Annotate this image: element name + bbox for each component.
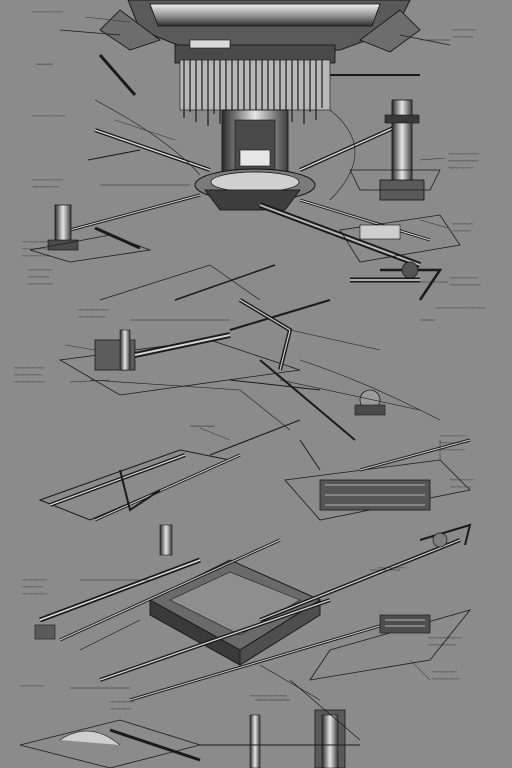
annotation-label: ~~~~~~~~~~ ~~~~~~~~~~ ~~~~~~~~ (448, 152, 479, 172)
right-mid-mechanism (339, 214, 461, 301)
annotation-label: ~~~~~~~~~ ~~~~~~~~ ~~~~~~~~~ (22, 240, 50, 260)
annotation-label: ~~~~~~~~ ~~~~~~~ (452, 28, 477, 41)
annotation-label: ~~~~~~~~~~ ~~~~~~~~~ (32, 178, 63, 191)
lower-cluster (38, 419, 471, 522)
annotation-label: ~~~~~~~~~~~ ~~~~~~~~~ (428, 636, 462, 649)
annotation-label: ~~~~~~~~~ (378, 566, 406, 572)
annotation-label: ~~~~~~~~~~~~ (250, 694, 287, 700)
annotation-label: ~~~~~~~~ (20, 684, 45, 690)
right-tower (349, 99, 441, 201)
central-column (194, 109, 316, 211)
annotation-label: ~~~~~~~~~~ (32, 10, 63, 16)
annotation-label: ~~~~~~~ ~~~~~~ (452, 222, 474, 235)
annotation-label: ~~~~~~~~~~~~~~~~ (436, 306, 485, 312)
annotation-label: ~~~~~~~~ ~~~~~~~ ~~~~~~~~ (28, 268, 53, 288)
upper-arms (59, 29, 451, 268)
annotation-label: ~~~~~~~~ ~~~~~~~ (450, 478, 475, 491)
annotation-label: ~~~~~~~~ ~~~~~~~ (110, 700, 135, 713)
annotation-label: ~~~~~~~~~ ~~~~~~~~~~ (450, 276, 481, 289)
top-hub-assembly (99, 0, 421, 64)
annotation-label: ~~~~ (36, 60, 53, 69)
middle-assembly (58, 264, 441, 441)
base-structures (19, 679, 361, 768)
annotation-label: ~~~~~~~~ ~~~~~~~ ~~~~~~~~ (22, 578, 47, 598)
annotation-label: ~~~~~~~~ ~~~~~~~~~ ~~~~~~~~ (440, 434, 468, 454)
annotation-label: ~~~~~~ (190, 422, 215, 431)
annotation-label: ~~~~~~~~~~ ~~~~~~~~~ (78, 308, 109, 321)
hanging-fringe (179, 59, 331, 130)
annotation-label: ~~~~~~~~~~~ (32, 114, 66, 120)
left-small-mechanism (29, 204, 152, 263)
bottom-platform (34, 523, 472, 702)
annotation-label: ~~~~~~~~~~ ~~~~~~~~~ ~~~~~~~~~~ (14, 366, 45, 386)
annotation-label: ~~~~~~~~ ~~~~~~~~~ (432, 670, 460, 683)
leader-lines (64, 16, 450, 701)
